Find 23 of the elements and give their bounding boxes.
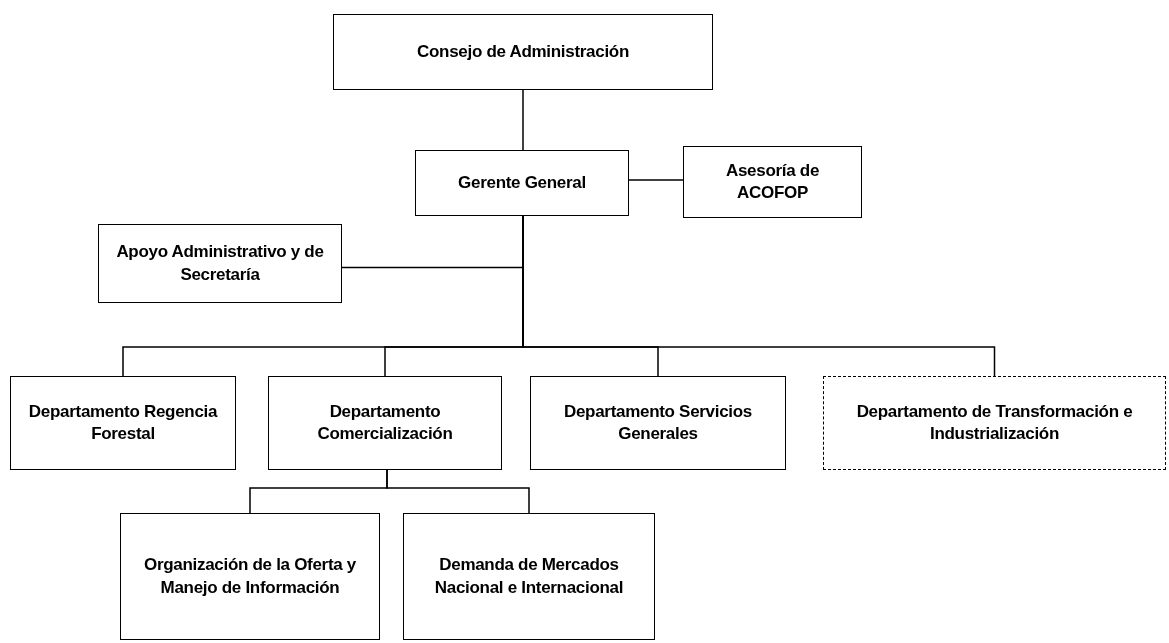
org-box: [415, 150, 629, 216]
org-box: [120, 513, 380, 640]
connector-line: [628, 179, 684, 181]
box-label: Organización de la Oferta y Manejo de Información: [143, 554, 357, 599]
box-label: Departamento de Transformación e Industrialización: [855, 400, 1134, 445]
org-box: [403, 513, 655, 640]
box-label: Asesoría de ACOFOP: [724, 159, 821, 204]
org-box: [268, 376, 502, 470]
box-label: Departamento Servicios Generales: [563, 400, 753, 445]
org-box: [683, 146, 862, 218]
box-label: Departamento Regencia Forestal: [27, 400, 219, 445]
org-box: [98, 224, 342, 303]
org-box: [333, 14, 713, 90]
box-label: Gerente General: [458, 171, 586, 194]
connector-line: [386, 469, 530, 514]
org-box: [530, 376, 786, 470]
org-box: [823, 376, 1166, 470]
box-label: Consejo de Administración: [417, 40, 629, 63]
org-box: [10, 376, 236, 470]
connector-line: [522, 89, 524, 151]
box-label: Demanda de Mercados Nacional e Internacional: [433, 554, 625, 599]
box-label: Apoyo Administrativo y de Secretaría: [115, 241, 325, 286]
box-label: Departamento Comercialización: [316, 400, 454, 445]
